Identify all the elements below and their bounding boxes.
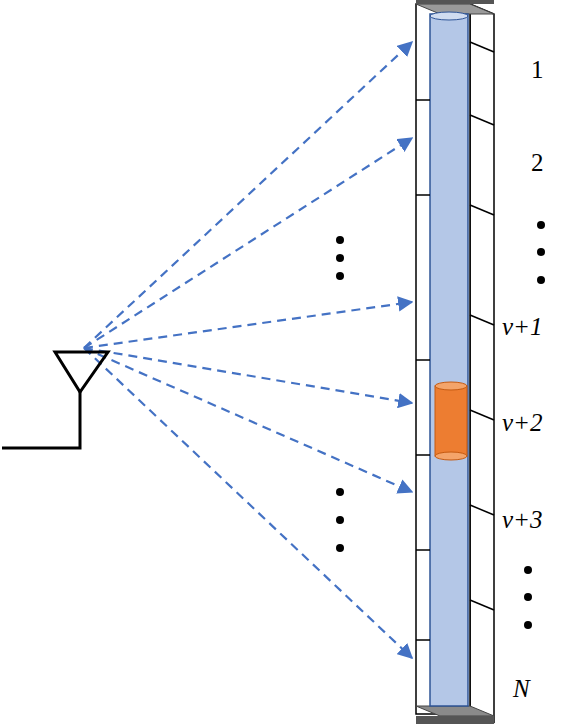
bottom-cap-edge [416, 716, 494, 724]
port-label: 1 [531, 57, 544, 82]
top-cap-edge [416, 0, 494, 4]
fluid-tube [430, 14, 468, 706]
bottom-cap [416, 706, 494, 716]
housing-front [416, 4, 470, 714]
ellipsis-dots [336, 236, 344, 552]
housing-side [470, 4, 494, 722]
fluid-element [435, 382, 467, 460]
port-label: v+1 [502, 314, 542, 339]
port-label: 2 [531, 150, 544, 175]
port-ticks-front [416, 100, 430, 640]
port-label: N [513, 676, 530, 701]
signal-arrows [84, 42, 412, 658]
port-label: v+2 [502, 410, 542, 435]
tube-top [430, 12, 468, 20]
port-ticks [470, 42, 494, 610]
port-label: v+3 [502, 507, 542, 532]
antenna-symbol [2, 352, 108, 448]
